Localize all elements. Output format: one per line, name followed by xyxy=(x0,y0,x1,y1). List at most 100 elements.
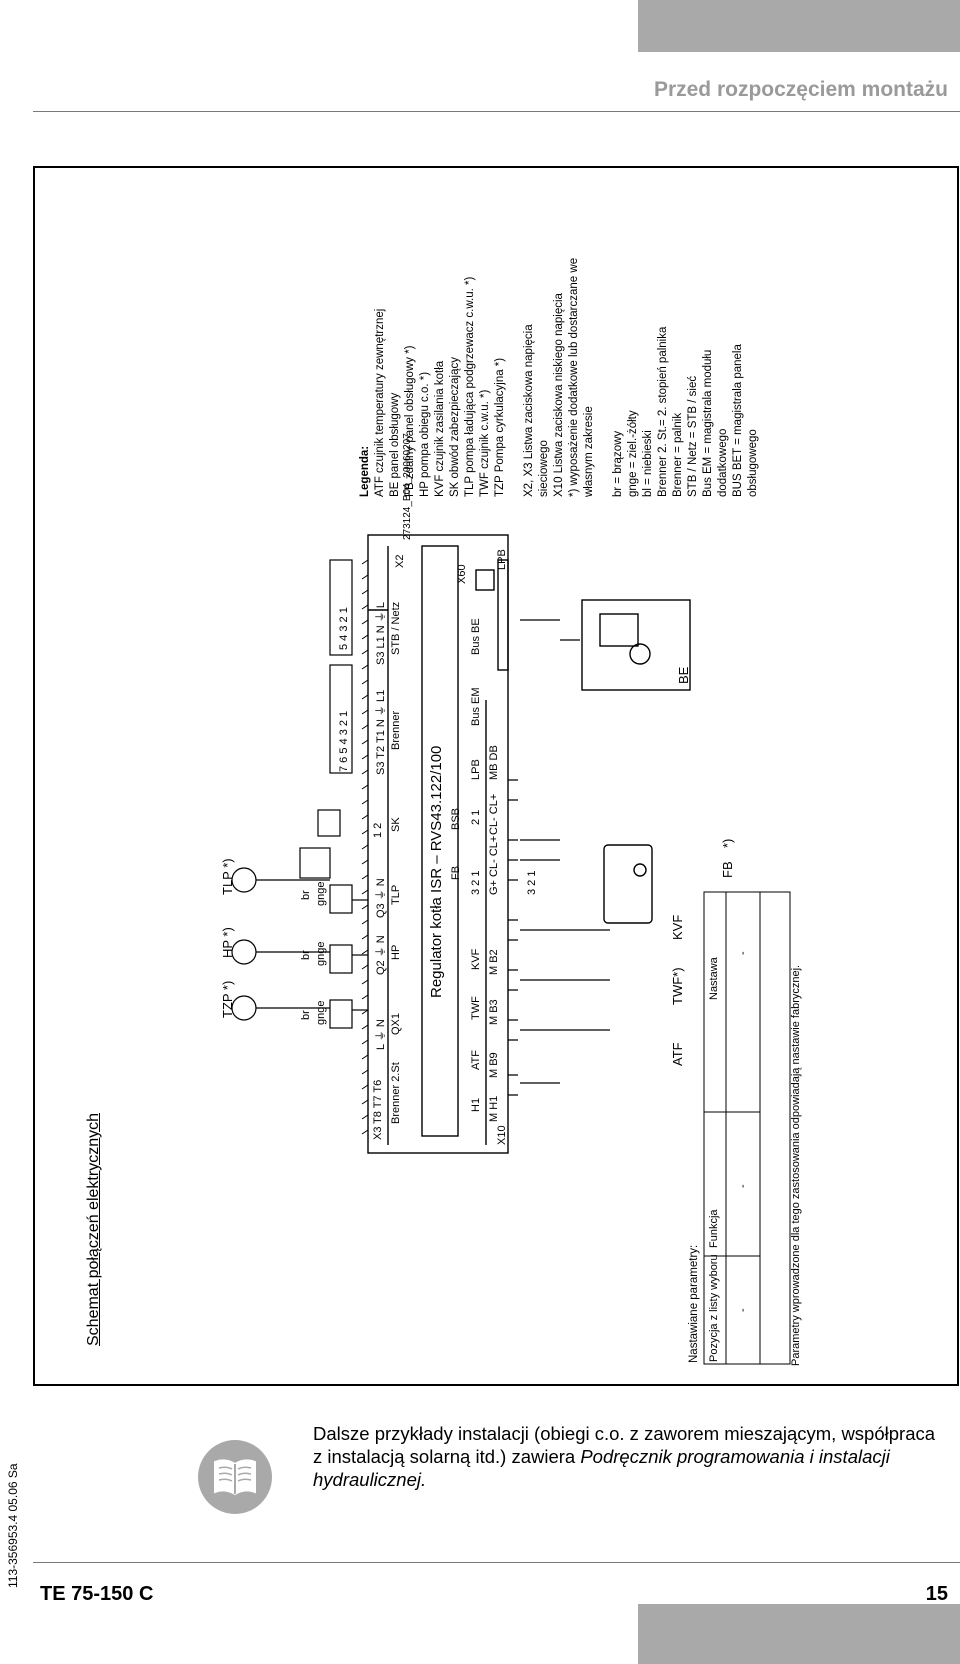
terminal-fb: FB xyxy=(450,865,462,880)
wire-gnge-hp: gnge xyxy=(315,941,327,966)
note-paragraph: Dalsze przykłady instalacji (obiegi c.o.… xyxy=(313,1422,943,1491)
device-tlp: TLP *) xyxy=(220,858,235,895)
terminal-x3: X3 xyxy=(372,1126,384,1140)
device-kvf: KVF xyxy=(670,914,685,940)
legend-item: TLP pompa ładująca podgrzewacz c.w.u. *) xyxy=(464,276,476,497)
terminal-qx1: QX1 xyxy=(390,1012,402,1035)
terminal-tlp: TLP xyxy=(390,884,402,905)
terminal-hp: HP xyxy=(390,944,402,960)
params-col-setting: Nastawa xyxy=(708,957,720,1000)
header-tab xyxy=(638,0,960,52)
terminal-brenner-terms: S3 T2 T1 N ⏚ L1 xyxy=(375,689,387,775)
legend-term: sieciowego xyxy=(538,440,550,497)
terminal-numbers-7654321: 7 6 5 4 3 2 1 xyxy=(338,710,350,772)
legend-abbrev: STB / Netz = STB / sieć xyxy=(687,375,699,497)
terminal-x2: X2 xyxy=(394,554,406,568)
wiring-diagram-frame xyxy=(33,166,959,1386)
params-col-function: Funkcja xyxy=(708,1209,720,1248)
terminal-q3-terms: Q3 ⏚ N xyxy=(375,878,387,918)
terminal-h1-terms: M H1 xyxy=(488,1095,500,1122)
wire-br-tzp: br xyxy=(300,1010,312,1020)
wire-gnge-tlp: gnge xyxy=(315,881,327,906)
terminal-numbers-54321: 5 4 3 2 1 xyxy=(338,607,350,650)
terminal-qx1-terms: L ⏚ N xyxy=(375,1019,387,1050)
terminal-sk-terms: 1 2 xyxy=(372,822,384,838)
params-title: Nastawiane parametry: xyxy=(688,1244,700,1363)
terminal-brenner2-terms: T8 T7 T6 xyxy=(372,1079,384,1124)
terminal-ticks-top xyxy=(361,559,369,1135)
terminal-h1: H1 xyxy=(470,1097,482,1112)
legend-abbrev: bl = niebieski xyxy=(642,430,654,497)
device-fb: FB xyxy=(720,861,735,878)
top-connectors xyxy=(299,559,368,1029)
terminal-stb-terms: S3 L1 N ⏚ L xyxy=(375,602,387,665)
terminal-atf: ATF xyxy=(470,1050,482,1070)
legend-abbrev: Bus EM = magistrala modułu xyxy=(702,349,714,497)
terminal-x10: X10 xyxy=(496,1125,508,1145)
legend-abbrev: Brenner 2. St.= 2. stopień palnika xyxy=(657,326,669,497)
terminal-kvf-terms: M B2 xyxy=(488,949,500,975)
legend-abbrev: dodatkowego xyxy=(717,428,729,497)
wire-br-hp: br xyxy=(300,950,312,960)
book-icon-badge xyxy=(198,1440,272,1514)
device-twf: TWF*) xyxy=(670,967,685,1005)
legend-item: FB zdalny panel obsługowy *) xyxy=(404,345,416,498)
page-number: 15 xyxy=(925,1583,948,1605)
param-table-lines xyxy=(703,891,791,1365)
terminal-brenner: Brenner xyxy=(390,710,402,750)
note-emphasis: Podręcznik programowania i instalacji hy… xyxy=(313,1446,890,1490)
legend-term: własnym zakresie xyxy=(583,406,595,497)
legend-heading: Legenda: xyxy=(359,445,371,497)
terminal-bsb-terms: CL- CL+ xyxy=(488,793,500,835)
wire-gnge-tzp: gnge xyxy=(315,1000,327,1025)
footer-tab xyxy=(638,1604,960,1664)
legend-item: KVF czujnik zasilania kotła xyxy=(434,360,446,497)
params-cell: - xyxy=(737,1184,749,1188)
legend-term: X10 Listwa zaciskowa niskiego napięcia xyxy=(553,293,565,497)
device-be: BE xyxy=(676,666,691,684)
legend-abbrev: br = brązowy xyxy=(612,430,624,497)
device-hp: HP *) xyxy=(220,927,235,958)
legend-item: HP pompa obiegu c.o. *) xyxy=(419,371,431,497)
terminal-fb-numbers: 3 2 1 xyxy=(470,870,482,895)
terminal-kvf: KVF xyxy=(470,948,482,970)
legend-abbrev: gnge = ziel.-żółty xyxy=(627,410,639,497)
wire-br-tlp: br xyxy=(300,890,312,900)
terminal-twf: TWF xyxy=(470,996,482,1020)
terminal-atf-terms: M B9 xyxy=(488,1052,500,1078)
legend-item: BE panel obsługowy xyxy=(389,392,401,497)
x60-socket xyxy=(475,569,495,591)
schematic-title: Schemat połączeń elektrycznych xyxy=(85,1113,102,1346)
legend-abbrev: Brenner = palnik xyxy=(672,412,684,497)
note-text: Dalsze przykłady instalacji (obiegi c.o.… xyxy=(313,1423,936,1467)
device-fb-note: *) xyxy=(720,838,735,848)
terminal-x60: X60 xyxy=(456,564,468,584)
pump-symbols xyxy=(231,867,330,1021)
legend-item: TZP Pompa cyrkulacyjna *) xyxy=(494,357,506,497)
legend-abbrev: BUS BET = magistrala panela xyxy=(732,344,744,497)
page-title: Przed rozpoczęciem montażu xyxy=(653,78,948,101)
regulator-box xyxy=(367,534,509,1154)
legend-item: TWF czujnik c.w.u. *) xyxy=(479,389,491,497)
be-panel-unit xyxy=(581,599,691,691)
terminal-bsb-numbers: 2 1 xyxy=(470,809,482,825)
device-atf: ATF xyxy=(670,1042,685,1066)
connector-fb-numbers: 3 2 1 xyxy=(526,870,538,895)
regulator-label: Regulator kotła ISR – RVS43.122/100 xyxy=(428,745,445,998)
footer-rule xyxy=(33,1562,960,1563)
terminal-bus-be: Bus BE xyxy=(470,618,482,655)
terminal-q2-terms: Q2 ⏚ N xyxy=(375,935,387,975)
terminal-brenner2-label: Brenner 2.St xyxy=(390,1062,402,1124)
terminal-lpb: LPB xyxy=(470,759,482,780)
fb-remote-unit xyxy=(603,844,653,924)
footer-model: TE 75-150 C xyxy=(40,1583,154,1605)
terminal-twf-terms: M B3 xyxy=(488,999,500,1025)
terminal-bus-em: Bus EM xyxy=(470,687,482,726)
terminal-stb: STB / Netz xyxy=(390,601,402,655)
terminal-sk: SK xyxy=(390,817,402,832)
regulator-label-box xyxy=(421,545,459,1137)
legend-abbrev: obsługowego xyxy=(747,429,759,497)
legend-item: ATF czujnik temperatury zewnętrznej xyxy=(374,308,386,497)
terminal-fb-terms: G+ CL- CL+ xyxy=(488,835,500,895)
